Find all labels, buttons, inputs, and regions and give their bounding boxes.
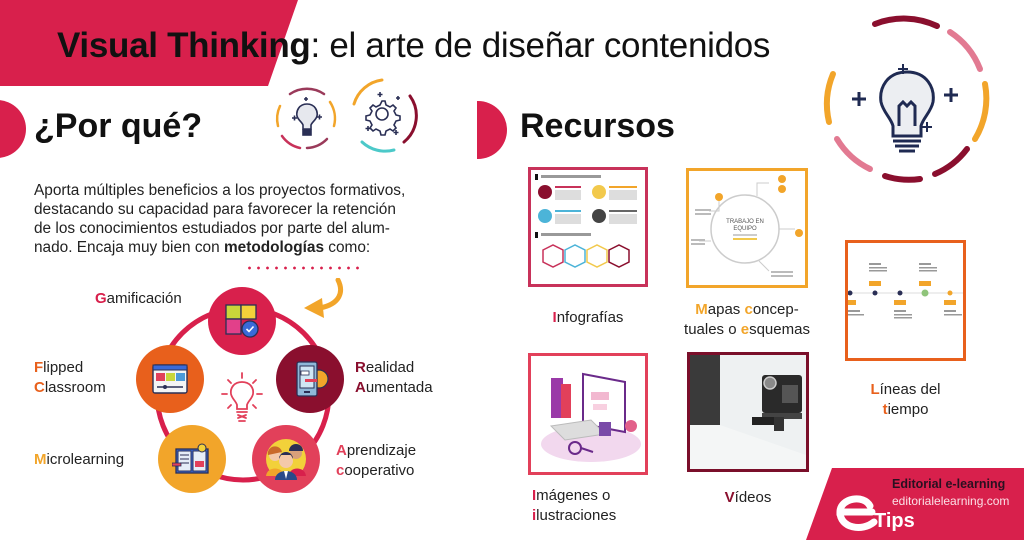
section-heading-why: ¿Por qué? (34, 107, 203, 145)
logo-tips-text: Tips (874, 510, 915, 532)
label-microlearning: Microlearning (34, 451, 125, 468)
paragraph-line: destacando su capacidad para favorecer l… (34, 201, 396, 218)
label-lineas-tiempo: Líneas del tiempo (870, 381, 941, 418)
node-microlearning[interactable] (158, 425, 226, 493)
brand-url[interactable]: editorialelearning.com (892, 494, 1010, 508)
label-videos: Vídeos (724, 489, 772, 506)
timeline-preview-icon (848, 263, 963, 319)
svg-text:EQUIPO: EQUIPO (733, 226, 757, 232)
thumb-lineas-tiempo[interactable] (845, 240, 966, 361)
concept-map-preview-icon: TRABAJO EN EQUIPO (691, 175, 803, 277)
curved-arrow-icon (304, 278, 344, 318)
thumb-videos[interactable] (687, 352, 809, 472)
intro-paragraph: Aporta múltiples beneficios a los proyec… (34, 181, 474, 257)
section-heading-resources: Recursos (520, 107, 675, 145)
label-imagenes: Imágenes o ilustraciones (532, 487, 617, 524)
node-gamificacion[interactable] (208, 287, 276, 355)
lightbulb-emblem-icon (823, 15, 990, 183)
video-player-icon (152, 364, 188, 394)
tablet-gear-icon (296, 361, 329, 397)
e-logo-icon (836, 495, 878, 531)
open-book-icon (172, 443, 209, 474)
gear-icon (352, 78, 418, 153)
thumb-infografias[interactable] (528, 167, 648, 287)
thumb-mapas-conceptuales[interactable]: TRABAJO EN EQUIPO (686, 168, 808, 288)
label-gamificacion: Gamificación (95, 290, 182, 307)
label-realidad-aumentada: Realidad Aumentada (355, 359, 433, 396)
svg-text:TRABAJO EN: TRABAJO EN (726, 219, 764, 225)
center-lightbulb-icon (221, 372, 263, 422)
infographic-preview-icon (535, 174, 637, 268)
label-mapas-conceptuales: Mapas concep- tuales o esquemas (684, 301, 810, 338)
page-title: Visual Thinking: el arte de diseñar cont… (57, 26, 771, 65)
illustration-preview-icon (541, 372, 641, 462)
label-flipped-classroom: Flipped Classroom (34, 359, 106, 396)
node-realidad-aumentada[interactable] (276, 345, 344, 413)
brand-name: Editorial e-learning (892, 477, 1006, 491)
node-flipped-classroom[interactable] (136, 345, 204, 413)
small-lightbulb-icon (275, 87, 337, 150)
section-marker-right (477, 101, 507, 159)
dotted-divider (245, 266, 365, 270)
thumb-imagenes[interactable] (528, 353, 648, 475)
paragraph-line: Aporta múltiples beneficios a los proyec… (34, 182, 406, 199)
header-banner (0, 0, 298, 86)
puzzle-gear-icon (225, 304, 259, 338)
section-marker-left (0, 100, 26, 158)
paragraph-line: de los conocimientos estudiados por part… (34, 220, 390, 237)
node-aprendizaje-cooperativo[interactable] (252, 425, 320, 493)
paragraph-line: nado. Encaja muy bien con metodologías c… (34, 239, 371, 256)
label-aprendizaje-cooperativo: Aprendizaje cooperativo (336, 442, 417, 479)
camera-photo-icon (690, 355, 806, 469)
label-infografias: Infografías (552, 309, 624, 326)
people-group-icon (266, 439, 306, 480)
